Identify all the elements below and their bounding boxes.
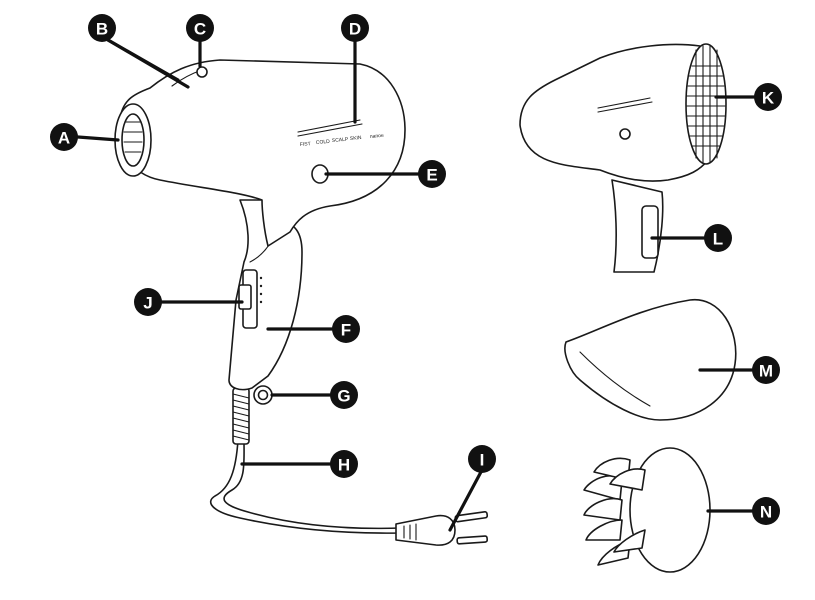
label-j: J	[143, 294, 152, 313]
diffuser	[583, 447, 711, 573]
label-c: C	[194, 20, 206, 39]
label-l: L	[713, 230, 723, 249]
mode-label-skin: SKIN	[350, 135, 363, 142]
power-plug	[395, 511, 489, 546]
mode-label-fist: FIST	[300, 141, 311, 148]
mode-switch	[238, 269, 263, 329]
mode-label-cold: COLD	[316, 139, 331, 146]
cord-protector	[232, 387, 250, 445]
dryer-with-cover	[519, 43, 727, 273]
concentrator-nozzle	[564, 299, 737, 421]
mode-label-nanoe: nanoe	[370, 133, 385, 140]
main-hair-dryer: FIST COLD SCALP SKIN nanoe	[114, 59, 406, 534]
label-b: B	[96, 20, 108, 39]
label-n: N	[760, 503, 772, 522]
label-m: M	[759, 362, 773, 381]
label-k: K	[762, 89, 775, 108]
label-g: G	[337, 387, 350, 406]
label-a: A	[58, 129, 70, 148]
callouts: A B C D E F G H I J	[50, 14, 782, 532]
handle-button	[641, 205, 659, 259]
label-i: I	[480, 451, 485, 470]
power-cord	[209, 439, 402, 534]
label-h: H	[338, 456, 350, 475]
label-d: D	[349, 20, 361, 39]
nanoe-outlet	[196, 66, 208, 78]
air-intake	[114, 103, 152, 177]
label-f: F	[341, 321, 351, 340]
dryer-body	[119, 59, 406, 247]
honeycomb-cover	[685, 43, 727, 165]
label-e: E	[426, 166, 437, 185]
mode-label-scalp: SCALP	[332, 137, 350, 144]
